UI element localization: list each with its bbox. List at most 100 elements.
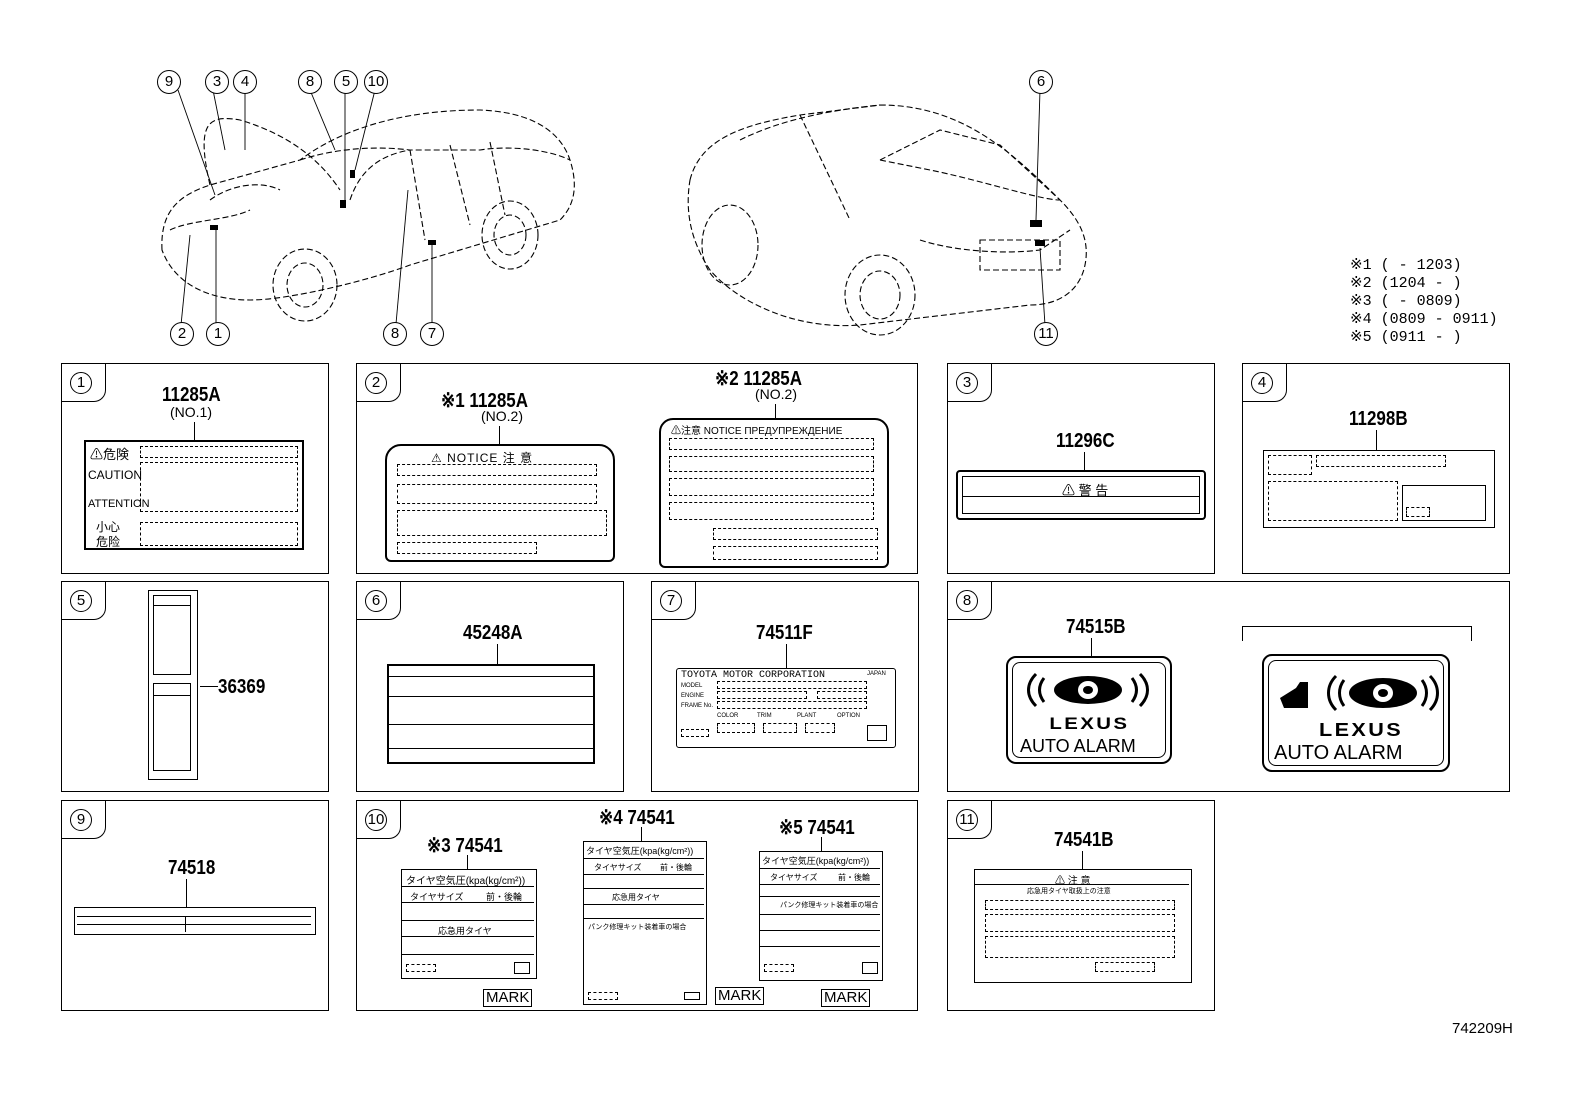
part-number: 11298B [1349, 408, 1408, 430]
label-74541-c: タイヤ空気圧(kpa(kg/cm²)) タイヤサイズ 前・後輪 パンク修理キット… [759, 851, 883, 981]
part-number-a: ※3 74541 [427, 835, 503, 857]
label-74515b-a: LEXUS AUTO ALARM [1006, 656, 1172, 764]
callout-6: 6 [1029, 70, 1053, 94]
note-4: ※4 (0809 - 0911) [1350, 311, 1498, 328]
label-11285a-no2-b: ⚠注意 NOTICE ПРЕДУПРЕЖДЕНИЕ [659, 418, 889, 568]
callout-7: 7 [420, 322, 444, 346]
label-row-1: ⚠危険 [90, 447, 130, 462]
label-title: タイヤ空気圧(kpa(kg/cm²)) [586, 846, 694, 856]
label-front-rear: 前・後輪 [838, 873, 870, 882]
document-id: 742209H [1452, 1020, 1513, 1037]
label-header: ⚠ 警 告 [1062, 483, 1109, 498]
label-11298b [1263, 450, 1495, 528]
part-sub: (NO.1) [170, 404, 212, 420]
label-size: タイヤサイズ [594, 863, 642, 872]
brand-text: LEXUS [1049, 714, 1130, 733]
label-color: COLOR [717, 713, 739, 719]
panel-6: 6 45248A [356, 581, 624, 792]
part-number-b: ※2 11285A [715, 368, 803, 390]
panel-2: 2 ※1 11285A (NO.2) ⚠ NOTICE 注 意 ※2 11285… [356, 363, 918, 574]
panel-8: 8 74515B LEXUS AUTO ALARM [947, 581, 1510, 792]
note-3: ※3 ( - 0809) [1350, 293, 1462, 310]
part-number-b: ※4 74541 [599, 807, 675, 829]
part-number: 74511F [756, 622, 813, 644]
label-row-4b: 危险 [96, 535, 121, 549]
part-number: 11285A [162, 384, 221, 406]
panel-number: 9 [70, 809, 92, 831]
part-number: 74518 [168, 857, 216, 879]
callout-2: 2 [170, 322, 194, 346]
label-74541b: ⚠ 注 意 応急用タイヤ取扱上の注意 [974, 869, 1192, 983]
label-header: ⚠注意 NOTICE ПРЕДУПРЕЖДЕНИЕ [671, 426, 843, 437]
part-number: 11296C [1056, 430, 1115, 452]
label-title: タイヤ空気圧(kpa(kg/cm²)) [406, 876, 526, 887]
label-japan: JAPAN [867, 671, 886, 677]
label-74541-a: タイヤ空気圧(kpa(kg/cm²)) タイヤサイズ 前・後輪 応急用タイヤ [401, 869, 537, 979]
label-trim: TRIM [757, 713, 772, 719]
label-row-3: ATTENTION [88, 498, 150, 510]
label-row-2: CAUTION [88, 468, 142, 482]
alarm-car-icon [1027, 672, 1149, 708]
part-sub-a: (NO.2) [481, 408, 523, 424]
panel-number: 11 [956, 809, 978, 831]
label-74541-b: タイヤ空気圧(kpa(kg/cm²)) タイヤサイズ 前・後輪 応急用タイヤ パ… [583, 841, 707, 1005]
panel-11: 11 74541B ⚠ 注 意 応急用タイヤ取扱上の注意 [947, 800, 1215, 1011]
front-car-illustration [161, 89, 575, 336]
panel-number: 3 [956, 372, 978, 394]
callout-4: 4 [233, 70, 257, 94]
label-header: ⚠ NOTICE 注 意 [431, 451, 534, 465]
part-sub-b: (NO.2) [755, 386, 797, 402]
label-line: 応急用タイヤ取扱上の注意 [1027, 888, 1111, 895]
part-number: 45248A [463, 622, 523, 644]
label-model: MODEL [681, 683, 703, 689]
label-11285a-no1: ⚠危険 CAUTION ATTENTION 小心 危险 [84, 440, 304, 550]
panel-number: 4 [1251, 372, 1273, 394]
label-size: タイヤサイズ [410, 892, 464, 902]
callout-8-top: 8 [298, 70, 322, 94]
part-number: 74515B [1066, 616, 1126, 638]
panel-5: 5 36369 [61, 581, 329, 792]
label-spare: 応急用タイヤ [612, 893, 660, 902]
panel-number: 10 [365, 809, 387, 831]
label-kit: パンク修理キット装着車の場合 [780, 902, 879, 909]
alarm-text: AUTO ALARM [1274, 742, 1403, 764]
rear-car-illustration [687, 89, 1087, 336]
panel-number: 1 [70, 372, 92, 394]
callout-8-bottom: 8 [383, 322, 407, 346]
panel-number: 5 [70, 590, 92, 612]
callout-3: 3 [205, 70, 229, 94]
label-engine: ENGINE [681, 693, 705, 699]
panel-3: 3 11296C ⚠ 警 告 [947, 363, 1215, 574]
panel-4: 4 11298B [1242, 363, 1510, 574]
callout-5: 5 [334, 70, 358, 94]
panel-number: 6 [365, 590, 387, 612]
part-number: 36369 [218, 676, 266, 698]
label-spare: 応急用タイヤ [438, 926, 492, 936]
mark-label-b: MARK [715, 987, 765, 1005]
callout-10: 10 [364, 70, 388, 94]
panel-number: 8 [956, 590, 978, 612]
label-45248a [387, 664, 595, 764]
label-11285a-no2-a: ⚠ NOTICE 注 意 [385, 444, 615, 562]
callout-9: 9 [157, 70, 181, 94]
label-74511f: TOYOTA MOTOR CORPORATION JAPAN MODEL ENG… [676, 668, 896, 748]
label-frame: FRAME No. [681, 703, 714, 709]
panel-number: 7 [660, 590, 682, 612]
label-74515b-b: LEXUS AUTO ALARM [1262, 654, 1450, 772]
brand-text: LEXUS [1318, 720, 1404, 740]
part-number-a: ※1 11285A [441, 390, 529, 412]
label-36369 [148, 590, 198, 780]
panel-9: 9 74518 [61, 800, 329, 1011]
label-row-4a: 小心 [96, 520, 121, 534]
label-kit: パンク修理キット装着車の場合 [588, 924, 687, 931]
label-plant: PLANT [797, 713, 817, 719]
label-title: タイヤ空気圧(kpa(kg/cm²)) [762, 856, 870, 866]
note-1: ※1 ( - 1203) [1350, 257, 1462, 274]
label-11296c: ⚠ 警 告 [956, 470, 1206, 520]
label-front-rear: 前・後輪 [660, 863, 692, 872]
panel-1: 1 11285A (NO.1) ⚠危険 CAUTION ATTENTION 小心… [61, 363, 329, 574]
part-number: 74541B [1054, 829, 1114, 851]
label-size: タイヤサイズ [770, 873, 818, 882]
label-front-rear: 前・後輪 [486, 892, 523, 902]
label-corp: TOYOTA MOTOR CORPORATION [681, 670, 826, 681]
